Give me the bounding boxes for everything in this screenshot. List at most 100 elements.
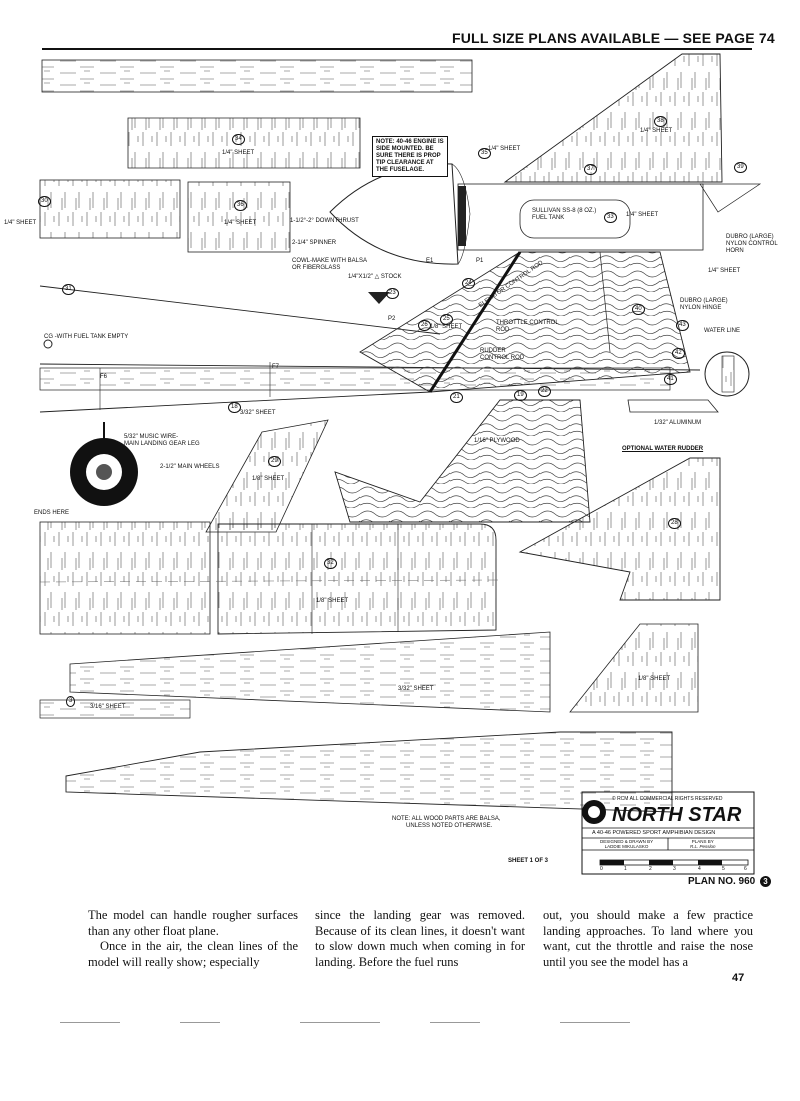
part-number: 32 <box>324 558 337 569</box>
part-number: 40 <box>632 304 645 315</box>
stock-label: 1/4"X1/2" △ STOCK <box>348 274 402 280</box>
plan-number-badge: 3 <box>760 876 772 887</box>
engine-note-line: SIDE MOUNTED. BE <box>376 146 434 152</box>
body-paragraph: The model can handle rougher surfaces th… <box>88 908 298 938</box>
part-number: 29 <box>268 456 281 467</box>
sheet-label: 1/4" SHEET <box>640 128 673 134</box>
part-number: 28 <box>668 518 681 529</box>
body-paragraph: Once in the air, the clean lines of the … <box>88 939 298 969</box>
scale-number: 1 <box>624 866 627 872</box>
e1-label: E1 <box>426 258 434 264</box>
downthrust-label: 1-1/2°-2° DOWNTHRUST <box>290 218 359 224</box>
designer-block: DESIGNED & DRAWN BY LADDIE MIKULASKO <box>600 839 653 849</box>
body-column-3: out, you should make a few practice land… <box>543 908 753 970</box>
plan-number: PLAN NO. 960 3 <box>688 876 772 887</box>
part-number: 3 <box>66 696 76 707</box>
sheet-info: SHEET 1 OF 3 <box>508 858 549 864</box>
fuel-tank-label: SULLIVAN SS-8 (8 OZ.) FUEL TANK <box>532 208 596 222</box>
part-number: 22 <box>538 386 551 397</box>
p1-label: P1 <box>476 258 484 264</box>
music-wire-line: 5/32" MUSIC WIRE- <box>124 434 179 440</box>
engine-note-line: THE FUSELAGE. <box>376 167 425 173</box>
designed-label: DESIGNED & DRAWN BY <box>600 839 654 844</box>
spinner-label: 2-1/4" SPINNER <box>292 240 337 246</box>
hinge-line: DUBRO (LARGE) <box>680 298 728 304</box>
sheet-label: 3/32" SHEET <box>398 686 434 692</box>
wood-note-line: NOTE: ALL WOOD PARTS ARE BALSA, <box>392 816 501 822</box>
page-number: 47 <box>732 972 745 984</box>
throttle-rod-line: THROTTLE CONTROL <box>496 320 559 326</box>
sheet-label: 1/4" SHEET <box>224 220 257 226</box>
designer-name: LADDIE MIKULASKO <box>604 844 649 849</box>
sheet-label: 3/16" SHEET <box>90 704 126 710</box>
engine-note: NOTE: 40-46 ENGINE IS SIDE MOUNTED. BE S… <box>372 136 448 177</box>
aluminum-label: 1/32" ALUMINUM <box>654 420 702 426</box>
control-horn-label: DUBRO (LARGE) NYLON CONTROL HORN <box>726 234 778 255</box>
plans-header: FULL SIZE PLANS AVAILABLE — SEE PAGE 74 <box>452 30 775 46</box>
p2-label: P2 <box>388 316 396 322</box>
sheet-label: 1/8" SHEET <box>430 324 463 330</box>
body-paragraph: out, you should make a few practice land… <box>543 908 753 969</box>
sheet-label: 1/4" SHEET <box>488 146 521 152</box>
plan-drawing: NOTE: 40-46 ENGINE IS SIDE MOUNTED. BE S… <box>0 52 800 892</box>
water-line-label: WATER LINE <box>704 328 741 334</box>
hinge-line: NYLON HINGE <box>680 305 722 311</box>
part-number: 36 <box>234 200 247 211</box>
control-horn-line: NYLON CONTROL <box>726 241 778 247</box>
scale-number: 2 <box>649 866 652 872</box>
part-number: 35 <box>478 148 491 159</box>
part-number: 25 <box>440 314 453 325</box>
footer-dash <box>560 1022 630 1023</box>
engine-note-line: NOTE: 40-46 ENGINE IS <box>376 139 444 145</box>
copyright-text: © RCM ALL COMMERCIAL RIGHTS RESERVED <box>612 796 723 802</box>
plan-lines <box>39 53 762 875</box>
part-number: 18 <box>228 402 241 413</box>
part-number: 19 <box>514 390 527 401</box>
design-name: NORTH STAR <box>612 804 742 826</box>
footer-dash <box>180 1022 220 1023</box>
part-number: 42 <box>672 348 685 359</box>
plan-number-text: PLAN NO. 960 <box>688 876 756 887</box>
main-wheels-label: 2-1/2" MAIN WHEELS <box>160 464 220 470</box>
cg-label: CG -WITH FUEL TANK EMPTY <box>44 334 129 340</box>
part-number: 21 <box>450 392 463 403</box>
rudder-rod-line: CONTROL ROD <box>480 355 525 361</box>
footer-dash <box>300 1022 380 1023</box>
body-column-1: The model can handle rougher surfaces th… <box>88 908 298 970</box>
cowl-label: COWL-MAKE WITH BALSA OR FIBERGLASS <box>292 258 367 272</box>
part-number: 39 <box>734 162 747 173</box>
plans-by-name: R.L. Pesslon <box>690 844 716 849</box>
footer-dash <box>430 1022 480 1023</box>
footer-dash <box>60 1022 120 1023</box>
plans-by-label: PLANS BY <box>691 839 714 844</box>
scale-number: 6 <box>744 866 747 872</box>
engine-note-line: TIP CLEARANCE AT <box>376 160 434 166</box>
rudder-rod-line: RUDDER <box>480 348 506 354</box>
cowl-label-line: OR FIBERGLASS <box>292 265 341 271</box>
control-horn-line: DUBRO (LARGE) <box>726 234 774 240</box>
water-rudder-label: OPTIONAL WATER RUDDER <box>622 446 704 452</box>
sheet-label: 1/8" SHEET <box>638 676 671 682</box>
engine-note-line: SURE THERE IS PROP <box>376 153 441 159</box>
f6-label: F6 <box>100 374 108 380</box>
control-horn-line: HORN <box>726 248 744 254</box>
part-number: 31 <box>62 284 75 295</box>
design-subtitle: A 40-46 POWERED SPORT AMPHIBIAN DESIGN <box>592 830 716 836</box>
music-wire-line: MAIN LANDING GEAR LEG <box>124 441 200 447</box>
wood-note: NOTE: ALL WOOD PARTS ARE BALSA, UNLESS N… <box>392 816 501 830</box>
cowl-label-line: COWL-MAKE WITH BALSA <box>292 258 368 264</box>
wood-note-line: UNLESS NOTED OTHERWISE. <box>406 823 493 829</box>
scale-number: 0 <box>600 866 603 872</box>
header-rule <box>42 48 752 50</box>
body-column-2: since the landing gear was removed. Beca… <box>315 908 525 970</box>
part-number: 30 <box>38 196 51 207</box>
scale-number: 5 <box>722 866 725 872</box>
sheet-label: 1/4" SHEET <box>222 150 255 156</box>
rudder-rod-label: RUDDER CONTROL ROD <box>480 348 524 362</box>
hinge-label: DUBRO (LARGE) NYLON HINGE <box>680 298 728 312</box>
fuel-tank-line: SULLIVAN SS-8 (8 OZ.) <box>532 208 597 214</box>
part-number: 33 <box>604 212 617 223</box>
sheet-label: 1/8" SHEET <box>252 476 285 482</box>
part-number: 23 <box>386 288 399 299</box>
sheet-label: 3/32" SHEET <box>240 410 276 416</box>
